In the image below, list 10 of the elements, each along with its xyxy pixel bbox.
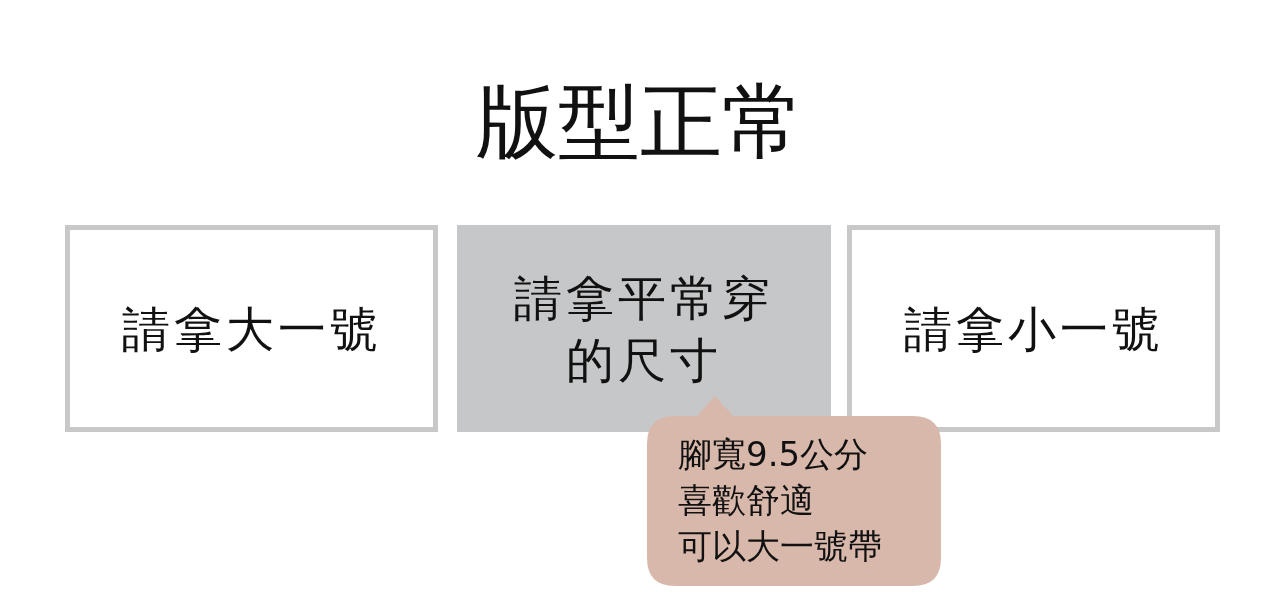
note-text: 喜歡舒適 (678, 480, 814, 520)
option-box (847, 225, 1220, 432)
option-text: 請拿平常穿的尺寸 (514, 268, 774, 390)
highlighted-option-box (457, 225, 831, 432)
option-text: 請拿大一號 (121, 299, 382, 359)
option-box (65, 225, 438, 432)
option-text: 請拿小一號 (903, 299, 1164, 359)
note-text: 腳寬9.5公分 (678, 434, 869, 474)
title: 版型正常 (475, 73, 805, 171)
note-text: 可以大一號帶 (678, 526, 882, 566)
